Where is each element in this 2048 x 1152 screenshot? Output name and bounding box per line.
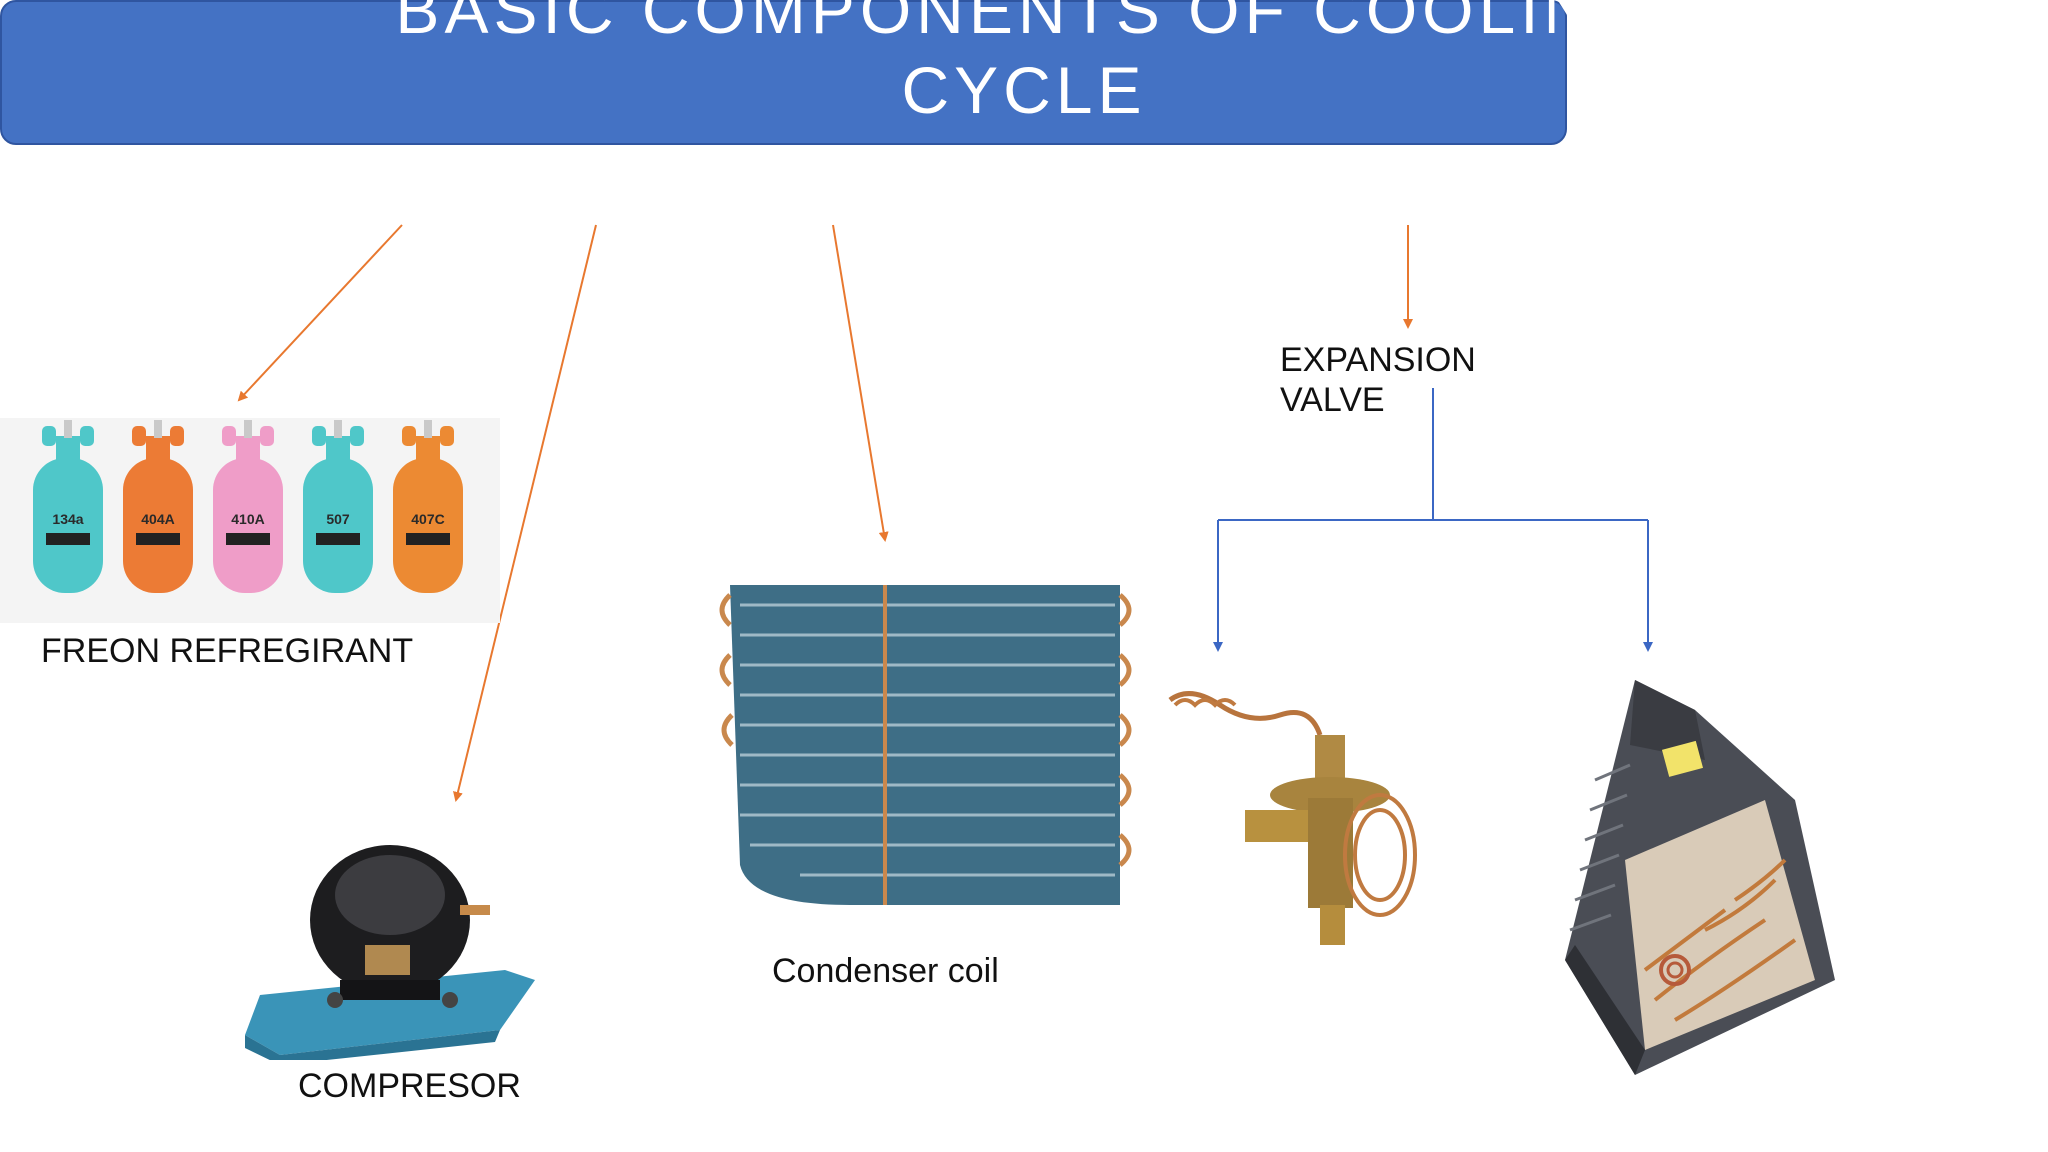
arrow-to-condenser (832, 224, 889, 542)
expansion-valve-label: EXPANSION VALVE (1280, 340, 1476, 420)
expansion-label-line-2: VALVE (1280, 381, 1385, 419)
freon-cylinders-image: 134a 404A 410A 507 407C (0, 418, 500, 623)
title-box: BASIC COMPONENTS OF COOLING CYCLE (0, 0, 2048, 145)
cylinder-label: 404A (141, 511, 174, 527)
arrow-to-compresor (453, 224, 597, 802)
condenser-coil-image (719, 585, 1132, 905)
refrigerant-cylinder: 410A (213, 420, 283, 593)
compressor-image (245, 845, 535, 1060)
expansion-branch-connector (1217, 388, 1649, 648)
compresor-label: COMPRESOR (298, 1067, 521, 1105)
refrigerant-cylinder: 134a (33, 420, 103, 593)
cylinder-label: 134a (52, 511, 83, 527)
expansion-label-line-1: EXPANSION (1280, 341, 1476, 379)
freon-label: FREON REFREGIRANT (41, 632, 414, 670)
expansion-valve-image (1168, 691, 1417, 945)
evaporator-coil-image (1565, 680, 1835, 1075)
title-line-2: CYCLE (901, 53, 1147, 127)
page-title: BASIC COMPONENTS OF COOLING CYCLE (0, 0, 2048, 130)
cylinder-label: 507 (326, 511, 350, 527)
refrigerant-cylinder: 407C (393, 420, 463, 593)
refrigerant-cylinder: 507 (303, 420, 373, 593)
cylinder-label: 407C (411, 511, 444, 527)
refrigerant-cylinder: 404A (123, 420, 193, 593)
title-line-1: BASIC COMPONENTS OF COOLING (395, 0, 1653, 47)
cylinder-label: 410A (231, 511, 264, 527)
arrow-to-freon (237, 224, 403, 402)
condenser-label: Condenser coil (772, 952, 999, 990)
